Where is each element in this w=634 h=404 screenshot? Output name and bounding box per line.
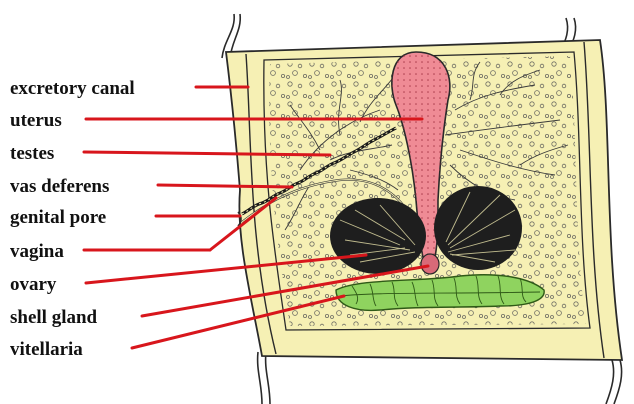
ovary-right-lobe — [434, 186, 522, 270]
label-excretory-canal: excretory canal — [10, 78, 135, 99]
label-genital-pore: genital pore — [10, 207, 106, 228]
label-testes: testes — [10, 143, 54, 164]
leader-vas-deferens — [158, 185, 292, 187]
label-ovary: ovary — [10, 274, 57, 295]
label-shell-gland: shell gland — [10, 307, 98, 328]
label-uterus: uterus — [10, 110, 62, 131]
label-vitellaria: vitellaria — [10, 339, 83, 360]
label-vas-deferens: vas deferens — [10, 176, 109, 197]
label-vagina: vagina — [10, 241, 64, 262]
ootype — [421, 254, 439, 274]
